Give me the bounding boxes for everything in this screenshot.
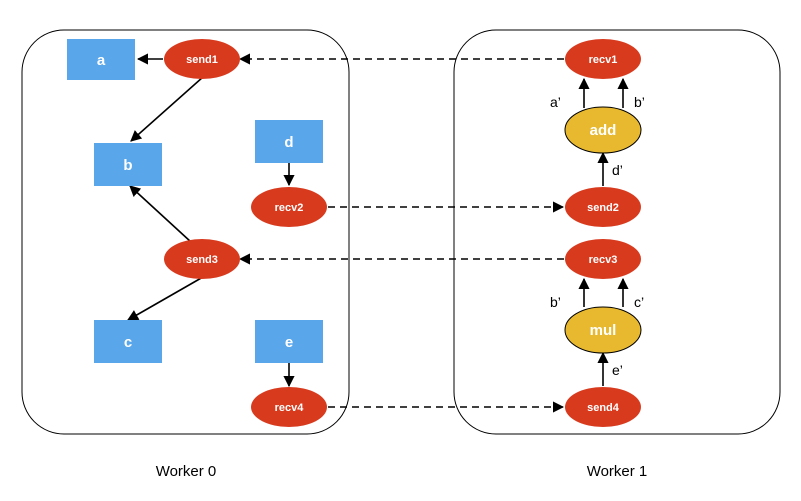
node-send4: send4 xyxy=(565,387,641,427)
svg-text:send3: send3 xyxy=(186,254,218,266)
svg-text:a: a xyxy=(97,52,106,69)
svg-text:recv2: recv2 xyxy=(275,202,304,214)
node-send2: send2 xyxy=(565,187,641,227)
edge-send3-to-b xyxy=(129,185,192,243)
node-send3: send3 xyxy=(164,239,240,279)
edge-label-b-prime-bottom: b’ xyxy=(550,294,561,310)
node-recv4: recv4 xyxy=(251,387,327,427)
worker-1-label: Worker 1 xyxy=(587,463,648,480)
worker-0-container xyxy=(21,29,350,435)
edge-label-c-prime: c’ xyxy=(634,294,644,310)
svg-text:c: c xyxy=(124,334,132,351)
svg-text:mul: mul xyxy=(590,322,617,339)
op-add: add xyxy=(564,106,642,154)
svg-text:d: d xyxy=(284,134,293,151)
svg-text:e: e xyxy=(285,334,293,351)
svg-text:recv4: recv4 xyxy=(275,402,305,414)
node-send1: send1 xyxy=(164,39,240,79)
tensor-e: e xyxy=(255,320,323,363)
edge-label-e-prime: e’ xyxy=(612,362,623,378)
edge-send3-to-c xyxy=(127,276,204,321)
tensor-a: a xyxy=(67,39,135,80)
node-recv1: recv1 xyxy=(565,39,641,79)
edge-label-d-prime: d’ xyxy=(612,162,623,178)
worker-0-label: Worker 0 xyxy=(156,463,217,480)
svg-text:send1: send1 xyxy=(186,54,218,66)
worker-1-container xyxy=(453,29,781,435)
svg-text:recv1: recv1 xyxy=(589,54,618,66)
svg-text:b: b xyxy=(123,157,132,174)
tensor-b: b xyxy=(94,143,162,186)
tensor-c: c xyxy=(94,320,162,363)
svg-text:recv3: recv3 xyxy=(589,254,618,266)
tensor-d: d xyxy=(255,120,323,163)
node-recv3: recv3 xyxy=(565,239,641,279)
svg-text:send4: send4 xyxy=(587,402,620,414)
svg-text:send2: send2 xyxy=(587,202,619,214)
node-recv2: recv2 xyxy=(251,187,327,227)
svg-text:add: add xyxy=(590,122,617,139)
op-mul: mul xyxy=(564,306,642,354)
edge-send1-to-b xyxy=(130,76,204,142)
edge-label-b-prime-top: b’ xyxy=(634,94,645,110)
edge-label-a-prime: a’ xyxy=(550,94,561,110)
